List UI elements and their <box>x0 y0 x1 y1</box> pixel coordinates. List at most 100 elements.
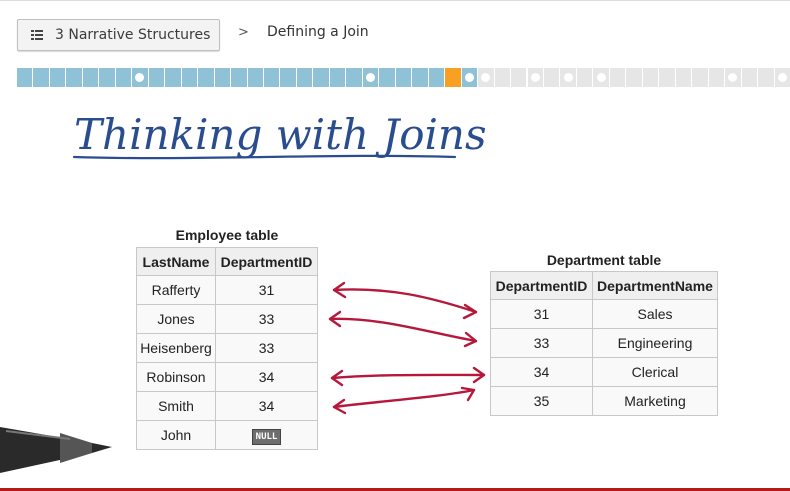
table-row: 34 Clerical <box>490 357 718 387</box>
progress-segment[interactable] <box>49 68 66 87</box>
employee-lastname-cell: Rafferty <box>136 275 216 305</box>
progress-segment-quiz[interactable] <box>593 68 609 87</box>
department-table: DepartmentID DepartmentName 31 Sales 33 … <box>490 271 718 416</box>
arrow-33-to-33-jones <box>328 310 478 348</box>
title-underline <box>72 154 457 160</box>
quiz-dot-icon <box>464 73 474 82</box>
lesson-menu-label: 3 Narrative Structures <box>55 27 211 43</box>
progress-segment[interactable] <box>264 68 280 87</box>
progress-segment[interactable] <box>17 68 33 87</box>
progress-segment[interactable] <box>642 68 659 87</box>
join-arrows <box>328 281 486 415</box>
progress-segment[interactable] <box>692 68 708 87</box>
progress-segment[interactable] <box>675 68 692 87</box>
employee-table-header-row: LastName DepartmentID <box>136 247 318 276</box>
progress-segment[interactable] <box>412 68 428 87</box>
handwritten-title-text: Thinking with Joins <box>74 110 487 159</box>
progress-segment[interactable] <box>66 68 82 87</box>
breadcrumb-separator: > <box>238 25 249 40</box>
employee-table-caption: Employee table <box>175 227 279 243</box>
employee-deptid-cell: 33 <box>215 304 318 334</box>
progress-segment[interactable] <box>758 68 774 87</box>
department-table-caption: Department table <box>546 252 662 268</box>
table-row: Rafferty 31 <box>136 275 318 305</box>
progress-segment[interactable] <box>181 68 198 87</box>
pen-icon <box>0 427 112 473</box>
quiz-dot-icon <box>728 73 738 82</box>
department-name-cell: Sales <box>592 299 718 329</box>
progress-segment-quiz[interactable] <box>362 68 379 87</box>
progress-segment-quiz[interactable] <box>461 68 478 87</box>
department-id-cell: 35 <box>490 386 593 416</box>
table-row: Robinson 34 <box>136 362 318 392</box>
employee-column-header: LastName <box>136 247 216 276</box>
quiz-dot-icon <box>596 73 606 82</box>
employee-lastname-cell: John <box>136 420 216 450</box>
progress-segment[interactable] <box>379 68 395 87</box>
quiz-dot-icon <box>777 73 787 82</box>
department-name-cell: Marketing <box>592 386 718 416</box>
employee-deptid-cell: 34 <box>215 362 318 392</box>
department-id-cell: 34 <box>490 357 593 387</box>
progress-segment[interactable] <box>296 68 313 87</box>
breadcrumb-current-page: Defining a Join <box>267 24 369 40</box>
department-name-cell: Clerical <box>592 357 718 387</box>
progress-segment[interactable] <box>395 68 412 87</box>
progress-segment[interactable] <box>346 68 362 87</box>
video-timeline[interactable] <box>0 488 790 491</box>
progress-segment-quiz[interactable] <box>132 68 148 87</box>
lesson-menu-button[interactable]: 3 Narrative Structures <box>17 19 220 51</box>
progress-segment[interactable] <box>329 68 346 87</box>
progress-segment-quiz[interactable] <box>774 68 790 87</box>
progress-segment[interactable] <box>741 68 758 87</box>
progress-segment[interactable] <box>428 68 445 87</box>
progress-segment[interactable] <box>115 68 132 87</box>
progress-segment[interactable] <box>148 68 165 87</box>
employee-deptid-cell: NULL <box>215 420 318 450</box>
progress-segment[interactable] <box>626 68 642 87</box>
progress-segment[interactable] <box>659 68 675 87</box>
lesson-progress-bar <box>17 68 790 87</box>
progress-segment[interactable] <box>576 68 593 87</box>
progress-segment[interactable] <box>543 68 560 87</box>
progress-segment[interactable] <box>609 68 626 87</box>
progress-segment[interactable] <box>494 68 511 87</box>
progress-segment[interactable] <box>231 68 247 87</box>
progress-segment[interactable] <box>82 68 99 87</box>
progress-segment-quiz[interactable] <box>527 68 543 87</box>
progress-segment[interactable] <box>198 68 214 87</box>
progress-segment[interactable] <box>280 68 296 87</box>
employee-lastname-cell: Jones <box>136 304 216 334</box>
progress-segment[interactable] <box>33 68 49 87</box>
progress-segment[interactable] <box>445 68 461 87</box>
lesson-header: 3 Narrative Structures > Defining a Join <box>0 0 790 68</box>
progress-segment-quiz[interactable] <box>560 68 576 87</box>
progress-segment[interactable] <box>99 68 115 87</box>
employee-column-header: DepartmentID <box>215 247 318 276</box>
null-badge: NULL <box>251 428 282 445</box>
progress-segment[interactable] <box>511 68 527 87</box>
employee-table: LastName DepartmentID Rafferty 31 Jones … <box>136 247 318 450</box>
table-row: Jones 33 <box>136 304 318 334</box>
employee-deptid-cell: 31 <box>215 275 318 305</box>
progress-segment[interactable] <box>313 68 329 87</box>
table-row: Heisenberg 33 <box>136 333 318 363</box>
video-player[interactable]: Thinking with Joins Employee table LastN… <box>0 87 790 491</box>
progress-segment[interactable] <box>247 68 263 87</box>
progress-segment-quiz[interactable] <box>725 68 741 87</box>
table-row: 31 Sales <box>490 299 718 329</box>
handwritten-title: Thinking with Joins <box>72 110 487 160</box>
employee-lastname-cell: Robinson <box>136 362 216 392</box>
progress-segment[interactable] <box>214 68 231 87</box>
progress-segment-quiz[interactable] <box>478 68 494 87</box>
employee-lastname-cell: Heisenberg <box>136 333 216 363</box>
progress-segment[interactable] <box>708 68 725 87</box>
progress-segment[interactable] <box>165 68 181 87</box>
quiz-dot-icon <box>563 73 573 82</box>
department-id-cell: 31 <box>490 299 593 329</box>
table-row: Smith 34 <box>136 391 318 421</box>
arrow-31-to-31 <box>332 281 478 320</box>
table-row: 35 Marketing <box>490 386 718 416</box>
quiz-dot-icon <box>366 73 376 82</box>
department-id-cell: 33 <box>490 328 593 358</box>
